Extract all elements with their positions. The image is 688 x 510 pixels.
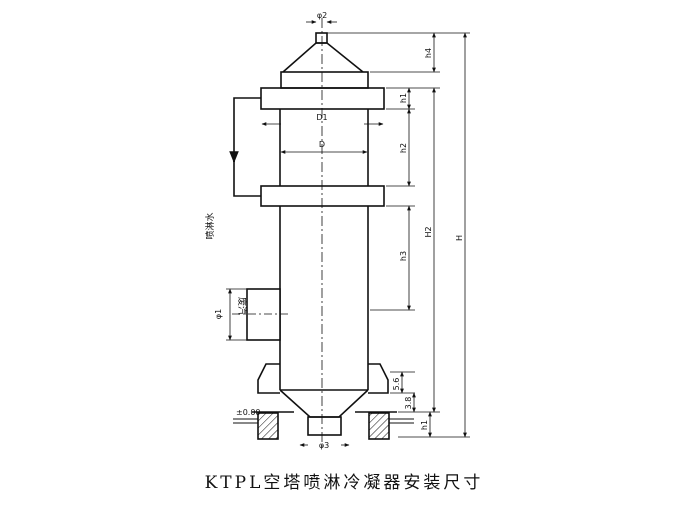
left-foundation — [257, 412, 279, 440]
top-outlet-nozzle — [315, 32, 328, 44]
side-inlet-pipe — [246, 288, 281, 341]
dim-h4: h4 — [424, 48, 433, 58]
drawing-caption: KTPL空塔喷淋冷凝器安装尺寸 — [204, 473, 484, 493]
spray-water-pipe — [233, 97, 261, 197]
foundation-level-label: ±0.00 — [236, 408, 261, 417]
right-foundation — [368, 412, 390, 440]
dim-h1-bottom: h1 — [420, 420, 429, 430]
top-outlet-label: φ2 — [317, 11, 327, 20]
bottom-cone — [279, 389, 369, 418]
right-support — [368, 363, 389, 394]
dim-H2: H2 — [424, 226, 433, 237]
side-inlet-label: φ1 — [214, 309, 223, 319]
top-cone — [282, 42, 364, 73]
spray-water-label: 喷淋水 — [204, 212, 216, 239]
steam-inlet-label: 废汽 — [236, 297, 248, 315]
bottom-outlet-label: φ3 — [319, 441, 329, 450]
left-support — [257, 363, 280, 394]
upper-flange — [260, 87, 385, 110]
lower-flange — [260, 185, 385, 207]
flange-outer-label: D1 — [316, 113, 327, 122]
dim-H: H — [455, 235, 464, 241]
shell-inner-label: D — [319, 140, 325, 149]
dim-h3: h3 — [399, 251, 408, 261]
dim-h2: h2 — [399, 143, 408, 153]
dim-5-6: 5.6 — [392, 378, 401, 391]
bottom-outlet-nozzle — [307, 416, 342, 436]
dim-3-8: 3.8 — [404, 397, 413, 410]
dim-h1-top: h1 — [399, 93, 408, 103]
top-cone-ring — [280, 71, 369, 89]
